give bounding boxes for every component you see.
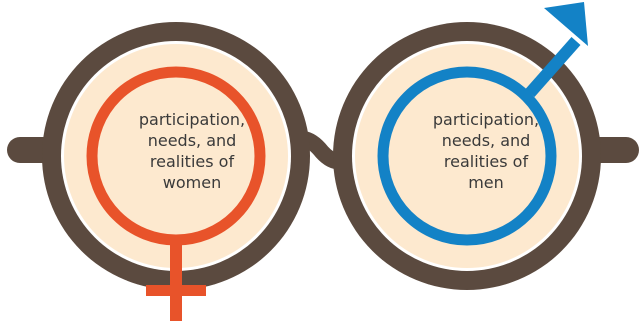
men-lens-label: participation, needs, and realities of m… — [416, 109, 556, 193]
men-label-line-1: participation, — [432, 110, 540, 129]
women-label-line-2: needs, and — [147, 131, 237, 150]
women-label-line-1: participation, — [138, 110, 246, 129]
men-label-line-4: men — [468, 173, 504, 192]
female-symbol-icon — [86, 66, 266, 321]
women-label-line-3: realities of — [149, 152, 235, 171]
male-symbol-icon — [377, 2, 588, 246]
women-label-line-4: women — [162, 173, 222, 192]
men-label-line-2: needs, and — [441, 131, 531, 150]
women-lens-label: participation, needs, and realities of w… — [122, 109, 262, 193]
men-label-line-3: realities of — [443, 152, 529, 171]
